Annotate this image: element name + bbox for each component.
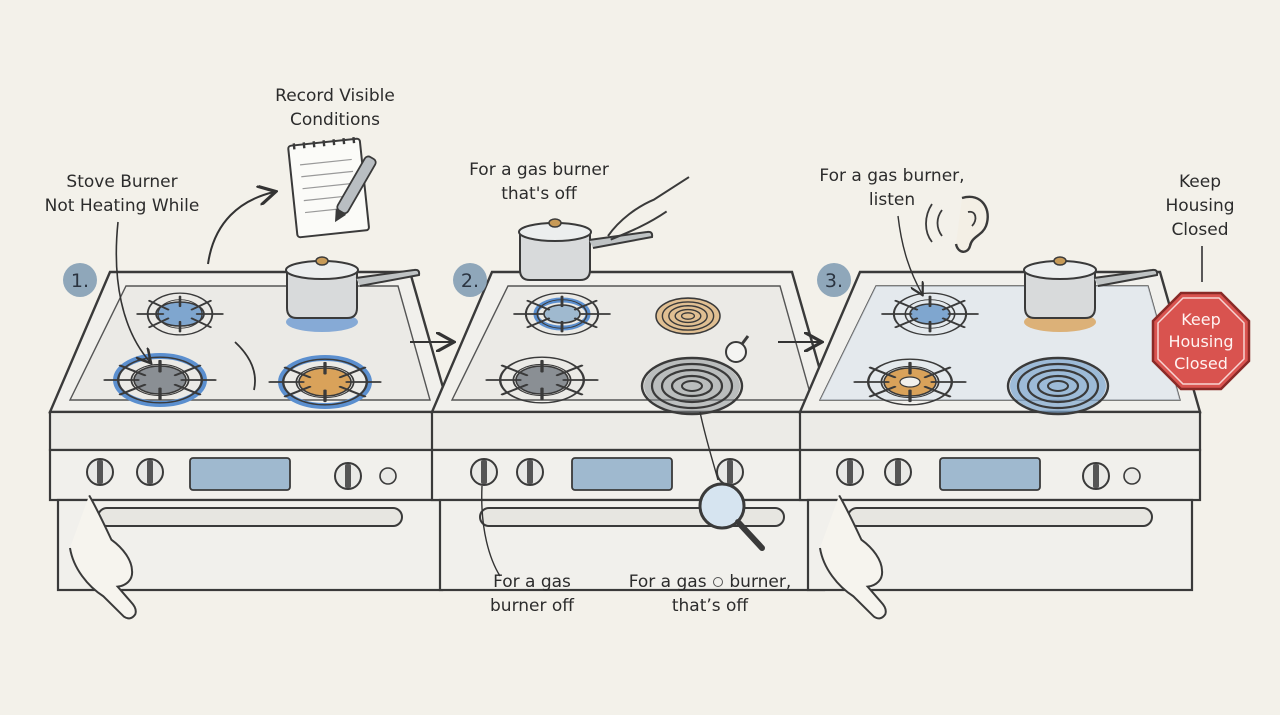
leader-line-listen	[897, 215, 922, 294]
coil-front-right-3	[1006, 356, 1110, 416]
label-record-line1: Record Visible	[275, 86, 395, 106]
step-3-number: 3.	[825, 270, 843, 292]
knob-row-3	[836, 458, 1141, 490]
label-coil-line2: that’s off	[671, 596, 749, 616]
label-knob-line1: For a gas	[493, 572, 571, 592]
label-record-conditions: Record Visible Conditions	[262, 84, 408, 132]
label-gas-burner-off-coil: For a gas burner, that’s off	[622, 570, 798, 618]
label-coil-line1b: burner,	[729, 572, 792, 592]
step-2-badge	[453, 263, 487, 297]
arrow-icon	[207, 192, 274, 265]
label-keep-housing-closed: Keep Housing Closed	[1152, 170, 1248, 242]
label-gas-burner-off-knob: For a gas burner off	[478, 570, 586, 618]
label-stove-burner-line1: Stove Burner	[66, 172, 178, 192]
leader-line-coil	[699, 411, 719, 481]
panel-3: Keep Housing Closed 3.	[798, 195, 1251, 622]
leader-line-knob	[481, 485, 501, 577]
pen-icon	[335, 155, 377, 223]
burner-back-left-3	[881, 291, 979, 337]
label-stove-burner: Stove Burner Not Heating While	[40, 170, 204, 218]
label-coil-line1a: For a gas	[628, 572, 707, 592]
pot-back-right-3	[1023, 256, 1159, 332]
sign-text-line3: Closed	[1174, 354, 1228, 373]
flame-arc	[234, 341, 256, 391]
ear-icon	[925, 195, 989, 253]
label-keep-line2: Housing	[1165, 196, 1235, 216]
stove-2	[430, 270, 834, 592]
label-gas-burner-off-top: For a gas burner that's off	[458, 158, 620, 206]
dot-icon	[712, 577, 723, 587]
label-record-line2: Conditions	[290, 110, 380, 130]
panel-1: 1.	[48, 136, 452, 622]
label-top-line2: that's off	[501, 184, 577, 204]
small-magnifier-icon	[725, 335, 750, 363]
burner-front-left	[103, 353, 217, 407]
burner-front-left-3	[853, 357, 967, 407]
label-stove-burner-line2: Not Heating While	[44, 196, 200, 216]
step-1-badge	[63, 263, 97, 297]
coil-front-right	[640, 356, 744, 416]
burner-front-left-2	[485, 355, 599, 405]
burner-back-left	[136, 291, 224, 337]
knob-row-1	[86, 458, 397, 490]
stop-sign-icon: Keep Housing Closed	[1151, 291, 1251, 391]
leader-line	[115, 221, 150, 362]
magnifier-icon	[698, 482, 765, 551]
label-keep-line1: Keep	[1178, 172, 1221, 192]
step-1-number: 1.	[71, 270, 89, 292]
step-3-badge	[817, 263, 851, 297]
hand-lifting	[607, 176, 690, 241]
label-listen: For a gas burner, listen	[810, 164, 974, 212]
label-knob-line2: burner off	[490, 596, 574, 616]
label-listen-line1: For a gas burner,	[819, 166, 965, 186]
label-top-line1: For a gas burner	[469, 160, 609, 180]
sign-text-line2: Housing	[1168, 332, 1233, 351]
sign-text-line1: Keep	[1181, 310, 1221, 329]
label-listen-line2: listen	[868, 190, 916, 210]
burner-back-left-2	[513, 291, 611, 337]
pot-icon	[285, 256, 421, 332]
panel-2: 2.	[430, 176, 834, 592]
label-coil-line1: For a gas burner,	[622, 570, 798, 594]
burner-front-right	[268, 355, 382, 409]
coil-back-right	[655, 297, 721, 335]
step-2-number: 2.	[461, 270, 479, 292]
label-keep-line3: Closed	[1171, 220, 1229, 240]
